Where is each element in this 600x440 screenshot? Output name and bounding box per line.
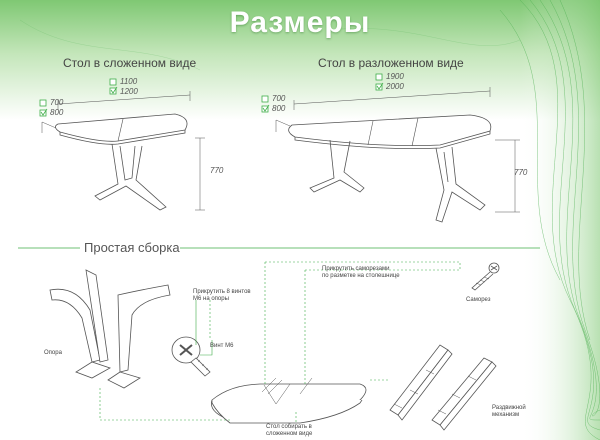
- page-title: Размеры: [229, 6, 371, 39]
- tabletop-bottom-view: [211, 377, 367, 424]
- folded-width-b: 800: [50, 108, 64, 117]
- mechanism-label-line1: Раздвижной: [492, 405, 526, 411]
- decorative-swoosh-lines: [19, 0, 600, 440]
- folded-table-drawing: [41, 91, 205, 211]
- screws-note-line1: Прикрутить саморезами: [322, 266, 390, 272]
- screws-note: Прикрутить саморезами по разметке на сто…: [322, 266, 400, 280]
- assembly-leader-lines: [99, 261, 461, 424]
- side-gradient: [520, 0, 600, 440]
- bolts-note-line2: М6 на опоры: [193, 296, 229, 302]
- fold-note-line2: сложенном виде: [266, 431, 313, 437]
- fold-note: Стол собирать в сложенном виде: [266, 424, 312, 438]
- mechanism-label-line2: механизм: [492, 412, 520, 418]
- folded-height: 770: [210, 166, 224, 175]
- unfolded-width-b: 800: [272, 104, 286, 113]
- assembly-heading: Простая сборка: [84, 240, 180, 255]
- unfolded-checkboxes: [261, 73, 384, 113]
- unfolded-width-a: 700: [272, 94, 286, 103]
- header-gradient: [0, 0, 600, 120]
- unfolded-length-a: 1900: [386, 72, 404, 81]
- unfolded-height: 770: [514, 168, 528, 177]
- bolt-label: Винт М6: [210, 343, 234, 349]
- bolts-note: Прикрутить 8 винтов М6 на опоры: [193, 289, 251, 303]
- bolt-drawing: [171, 336, 211, 377]
- unfolded-table-drawing: [275, 87, 520, 223]
- support-label: Опора: [44, 350, 62, 356]
- screw-drawing: [471, 262, 500, 291]
- screws-note-line2: по разметке на столешнице: [322, 273, 400, 279]
- extension-mechanism-drawing: [389, 344, 497, 431]
- folded-length-b: 1200: [120, 87, 138, 96]
- unfolded-heading: Стол в разложенном виде: [318, 56, 464, 70]
- screw-label: Саморез: [466, 297, 491, 303]
- support-leg-drawing: [49, 269, 171, 389]
- leader-lines-solid: [195, 300, 213, 356]
- unfolded-length-b: 2000: [386, 82, 404, 91]
- folded-width-a: 700: [50, 98, 64, 107]
- folded-checkboxes: [39, 78, 118, 117]
- folded-length-a: 1100: [120, 77, 138, 86]
- bolts-note-line1: Прикрутить 8 винтов: [193, 289, 251, 295]
- mechanism-label: Раздвижной механизм: [492, 405, 526, 419]
- folded-heading: Стол в сложенном виде: [63, 56, 197, 70]
- fold-note-line1: Стол собирать в: [266, 424, 312, 430]
